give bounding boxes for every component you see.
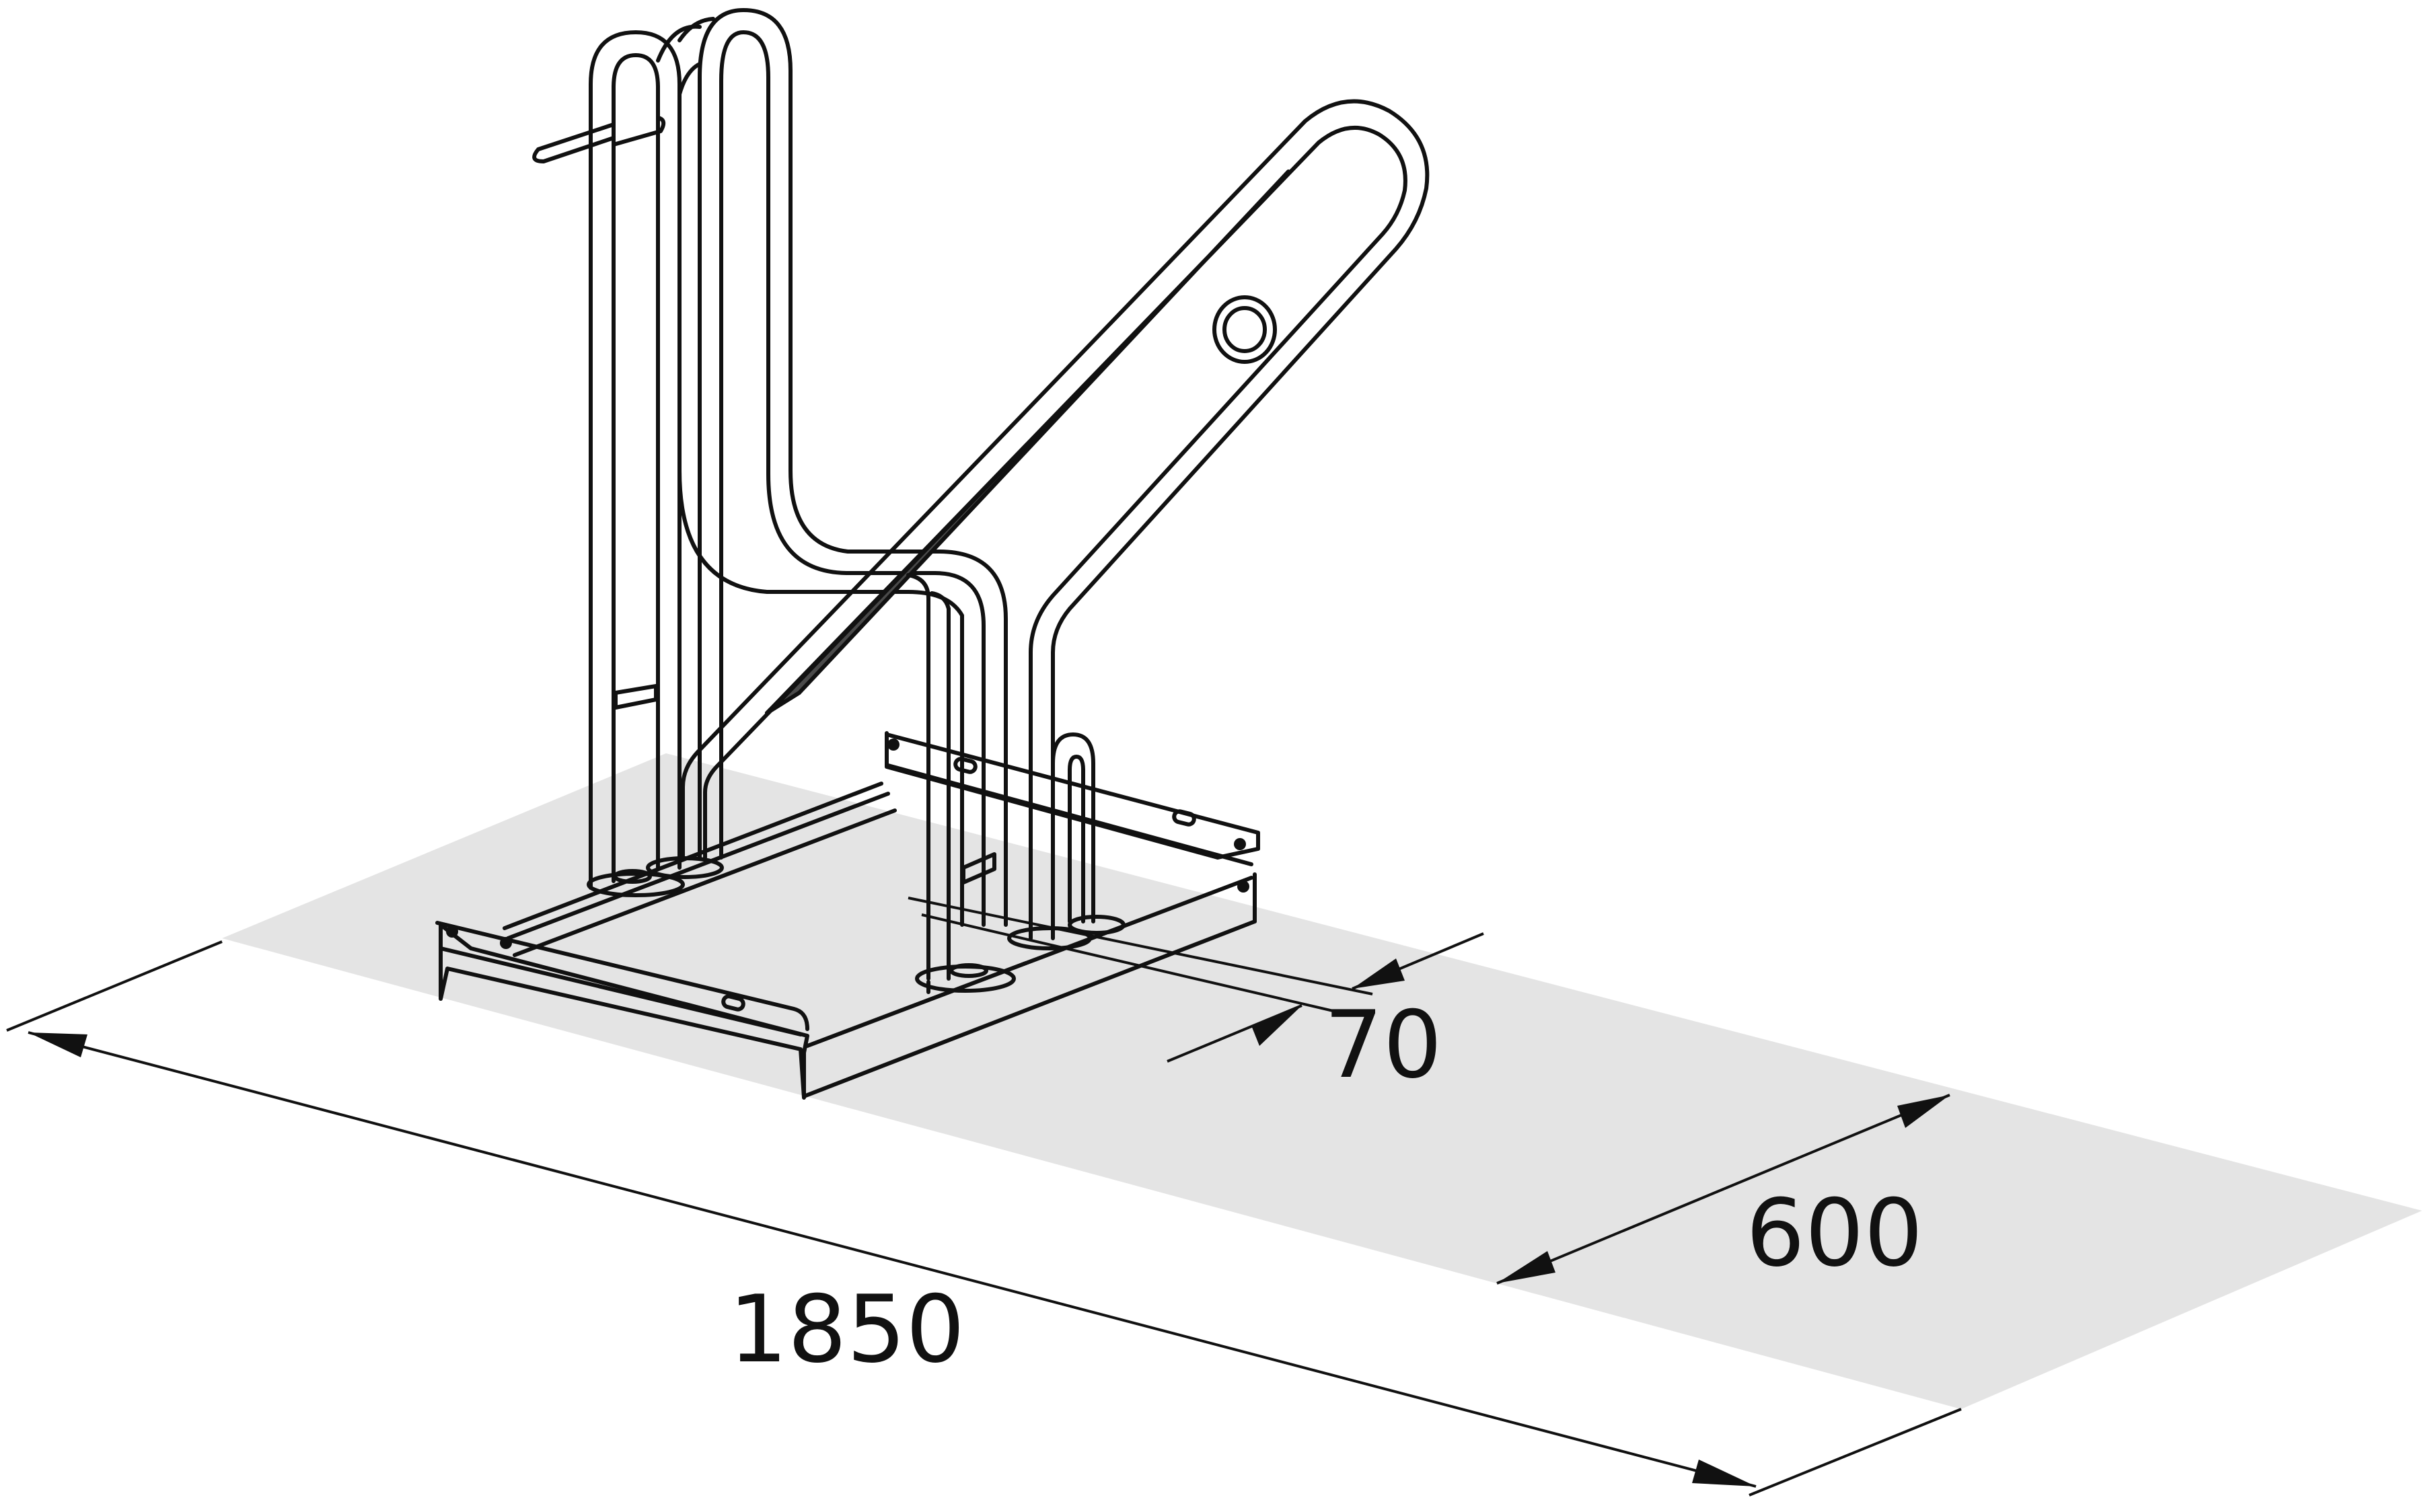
length-dimension-label: 1850 (729, 1275, 965, 1384)
lock-ring-inner (1222, 306, 1267, 353)
floor-footprint (222, 753, 2422, 1409)
dimension-width-line (1496, 1094, 1950, 1285)
dimension-length-arrows (28, 1032, 1756, 1486)
dimension-clearance-arrows (1251, 958, 1405, 1046)
left-upright-loop (532, 30, 724, 897)
dimension-length-lines (6, 940, 1962, 1497)
rear-upright-loop (656, 8, 1008, 927)
width-dimension-label: 600 (1746, 1179, 1923, 1287)
angled-arm (681, 99, 1430, 940)
base-frame (435, 731, 1260, 1100)
front-upright-loops (915, 732, 1126, 994)
clearance-dimension-label: 70 (1324, 991, 1442, 1099)
lock-ring-outer (1212, 295, 1277, 364)
base-bolts (446, 739, 1249, 949)
dimension-width-arrows (1497, 1095, 1950, 1283)
